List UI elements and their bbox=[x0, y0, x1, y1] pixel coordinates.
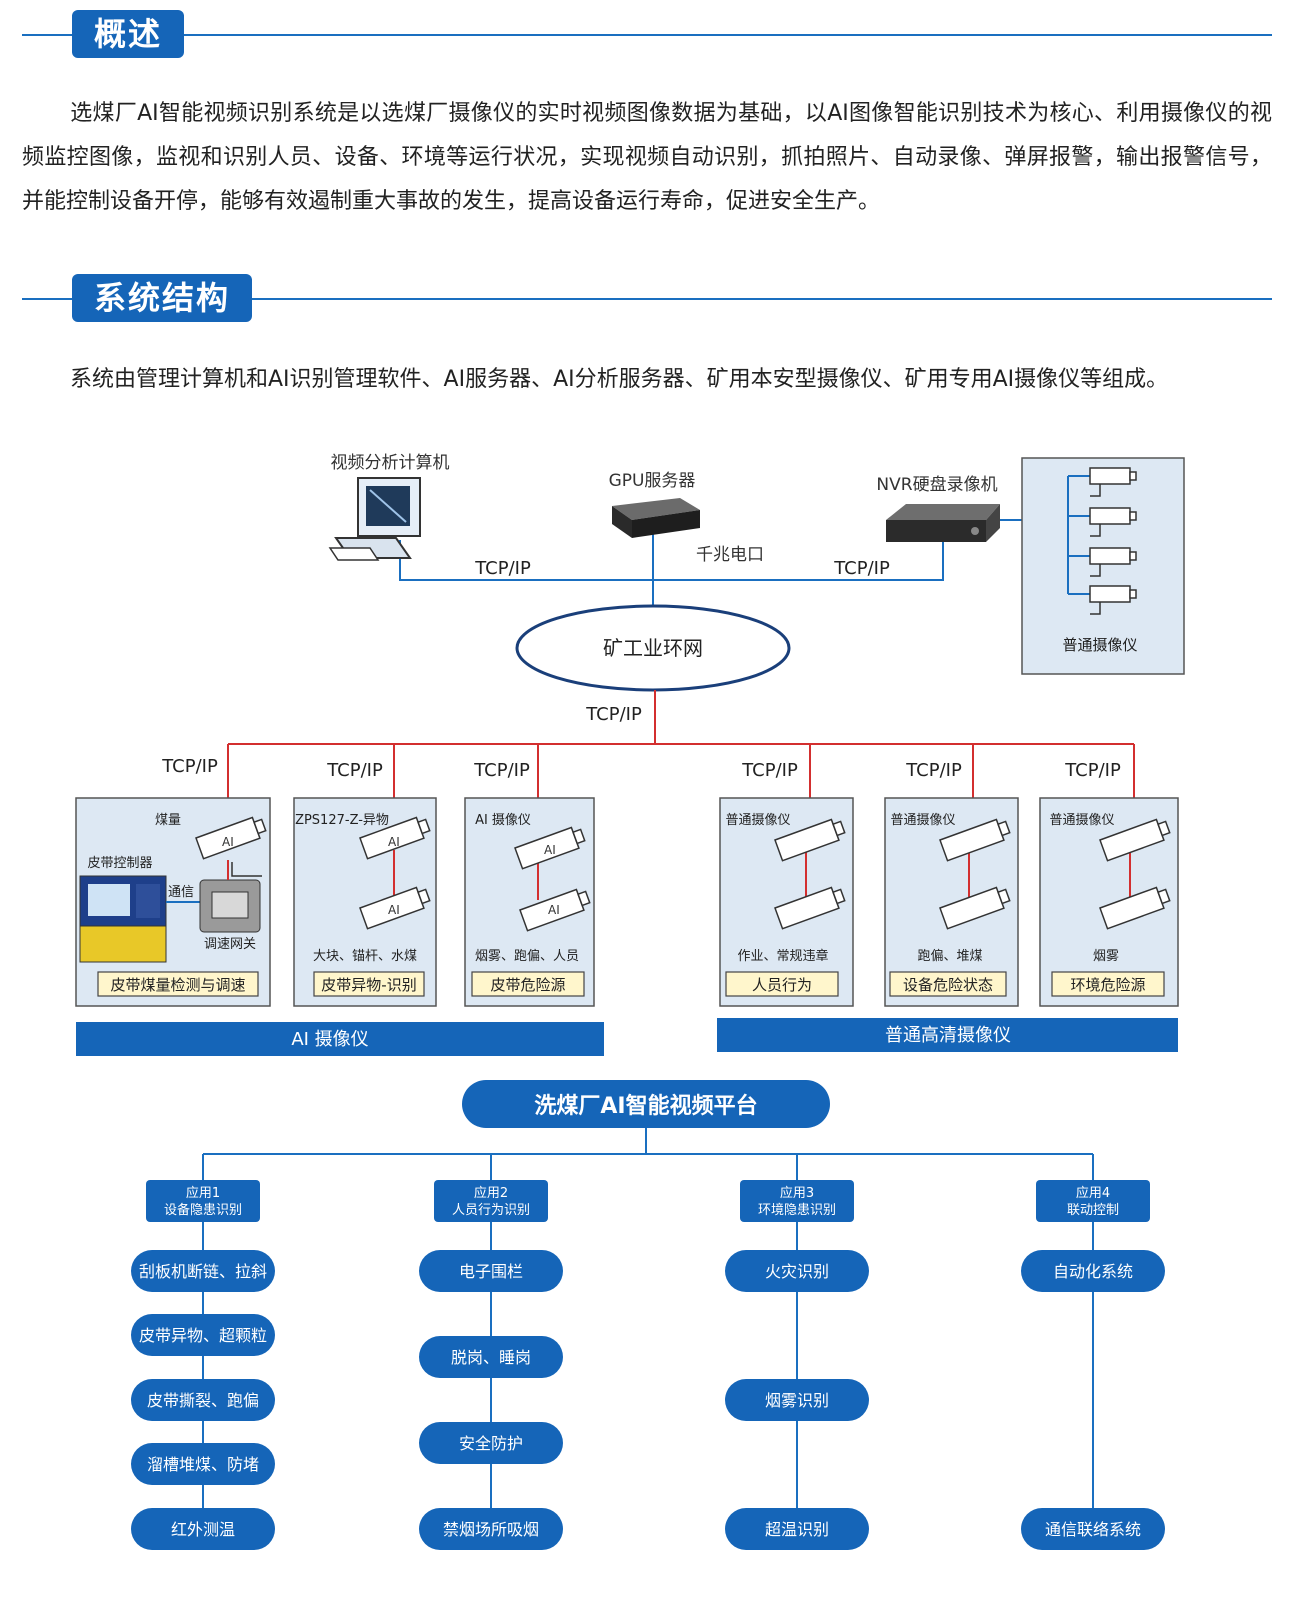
platform-tree-lines bbox=[202, 1128, 1094, 1530]
ordinary-camera-group-label: 普通摄像仪 bbox=[1062, 636, 1137, 654]
group-side-label: 皮带控制器 bbox=[87, 856, 152, 871]
group-caption: 设备危险状态 bbox=[903, 976, 993, 994]
gigabit-label: 千兆电口 bbox=[696, 545, 764, 565]
section-divider bbox=[22, 34, 1272, 36]
banner-hd-label: 普通高清摄像仪 bbox=[885, 1025, 1011, 1046]
group-bottom-label: 大块、锚杆、水煤 bbox=[313, 949, 417, 964]
section-divider bbox=[22, 298, 1272, 300]
group-gateway-label: 调速网关 bbox=[204, 937, 256, 952]
tcpip-label-g6: TCP/IP bbox=[1064, 760, 1121, 781]
ai-badge: AI bbox=[388, 903, 400, 917]
ai-badge: AI bbox=[388, 835, 400, 849]
ai-badge: AI bbox=[548, 903, 560, 917]
tcpip-label-center: TCP/IP bbox=[585, 704, 642, 725]
overview-text: 选煤厂AI智能视频识别系统是以选煤厂摄像仪的实时视频图像数据为基础，以AI图像智… bbox=[22, 101, 1272, 214]
tcpip-label-g2: TCP/IP bbox=[326, 760, 383, 781]
app-header-line1: 应用2 bbox=[474, 1185, 508, 1201]
group-caption: 皮带煤量检测与调速 bbox=[110, 976, 245, 994]
tcpip-label-g5: TCP/IP bbox=[905, 760, 962, 781]
app-item: 禁烟场所吸烟 bbox=[443, 1520, 539, 1539]
tcpip-label-right: TCP/IP bbox=[833, 558, 890, 579]
structure-paragraph: 系统由管理计算机和AI识别管理软件、AI服务器、AI分析服务器、矿用本安型摄像仪… bbox=[22, 358, 1272, 402]
ordinary-camera-wires bbox=[1067, 475, 1090, 595]
system-diagram: 视频分析计算机 GPU服务器 千兆电口 NVR硬盘录像机 TCP/IP TCP/… bbox=[75, 453, 1185, 1550]
ai-badge: AI bbox=[222, 835, 234, 849]
gpu-server-icon bbox=[612, 498, 700, 538]
group-bottom-label: 作业、常规违章 bbox=[737, 948, 828, 964]
group-bottom-label: 跑偏、堆煤 bbox=[917, 949, 982, 964]
app-item: 脱岗、睡岗 bbox=[451, 1348, 531, 1367]
app-header-line2: 联动控制 bbox=[1067, 1203, 1119, 1218]
app-item: 电子围栏 bbox=[459, 1262, 523, 1281]
nvr-icon bbox=[886, 504, 1000, 542]
app-item: 烟雾识别 bbox=[765, 1391, 829, 1410]
banner-ai bbox=[76, 1022, 604, 1056]
app-header-line1: 应用4 bbox=[1076, 1185, 1110, 1201]
section-title-overview: 概述 bbox=[72, 10, 185, 58]
nvr-label: NVR硬盘录像机 bbox=[876, 475, 997, 495]
ring-network bbox=[515, 604, 791, 692]
group-top-label: 普通摄像仪 bbox=[1049, 813, 1114, 828]
group-top-label: AI 摄像仪 bbox=[475, 813, 531, 828]
gateway-icon bbox=[199, 879, 261, 933]
ai-badge: AI bbox=[544, 843, 556, 857]
app-header-line1: 应用1 bbox=[186, 1185, 220, 1201]
ordinary-camera-stack bbox=[1089, 467, 1137, 615]
group-caption: 皮带异物-识别 bbox=[321, 976, 416, 994]
structure-text: 系统由管理计算机和AI识别管理软件、AI服务器、AI分析服务器、矿用本安型摄像仪… bbox=[70, 367, 1169, 392]
tcpip-label-g1: TCP/IP bbox=[161, 756, 218, 777]
belt-controller-icon bbox=[79, 875, 167, 963]
gpu-label: GPU服务器 bbox=[609, 471, 696, 491]
group-top-label: ZPS127-Z-异物 bbox=[295, 813, 389, 828]
group-bottom-label: 烟雾 bbox=[1093, 949, 1119, 964]
ai-badges: AI AI AI AI AI bbox=[222, 835, 560, 917]
app-item: 皮带异物、超颗粒 bbox=[139, 1326, 267, 1345]
app-item: 自动化系统 bbox=[1053, 1262, 1133, 1281]
camera-icons bbox=[195, 816, 1171, 932]
app-header-line2: 人员行为识别 bbox=[452, 1203, 530, 1218]
app-item: 安全防护 bbox=[459, 1434, 523, 1453]
platform-title: 洗煤厂AI智能视频平台 bbox=[534, 1093, 757, 1119]
section-title-structure: 系统结构 bbox=[72, 274, 253, 322]
ring-label: 矿工业环网 bbox=[603, 636, 703, 660]
platform-pill bbox=[462, 1080, 830, 1128]
group-top-label: 普通摄像仪 bbox=[725, 813, 790, 828]
group-bottom-label: 烟雾、跑偏、人员 bbox=[475, 949, 579, 964]
group-caption: 人员行为 bbox=[752, 976, 812, 994]
tcpip-label-g4: TCP/IP bbox=[741, 760, 798, 781]
caption-boxes bbox=[97, 971, 1165, 997]
group-top-label: 普通摄像仪 bbox=[890, 813, 955, 828]
tcpip-label-left: TCP/IP bbox=[474, 558, 531, 579]
app-header-line2: 环境隐患识别 bbox=[758, 1203, 836, 1218]
group-caption: 皮带危险源 bbox=[490, 976, 565, 994]
computer-icon bbox=[328, 477, 421, 561]
app-item: 火灾识别 bbox=[765, 1262, 829, 1281]
banner-hd bbox=[717, 1018, 1178, 1052]
app-item-pills bbox=[131, 1250, 1165, 1550]
app-header-line1: 应用3 bbox=[780, 1185, 814, 1201]
app-item: 红外测温 bbox=[171, 1520, 235, 1539]
app-item: 皮带撕裂、跑偏 bbox=[147, 1391, 259, 1410]
group-comm-label: 通信 bbox=[168, 885, 194, 900]
ordinary-camera-panel bbox=[1021, 457, 1185, 675]
overview-paragraph: 选煤厂AI智能视频识别系统是以选煤厂摄像仪的实时视频图像数据为基础，以AI图像智… bbox=[22, 92, 1272, 224]
app-item: 溜槽堆煤、防堵 bbox=[147, 1455, 259, 1474]
computer-label: 视频分析计算机 bbox=[331, 453, 450, 473]
app-item: 超温识别 bbox=[765, 1520, 829, 1539]
app-item: 通信联络系统 bbox=[1045, 1520, 1141, 1539]
app-header-line2: 设备隐患识别 bbox=[164, 1202, 242, 1218]
banner-ai-label: AI 摄像仪 bbox=[291, 1029, 368, 1050]
app-headers bbox=[146, 1180, 1150, 1222]
group-top-label: 煤量 bbox=[155, 813, 181, 828]
app-item: 刮板机断链、拉斜 bbox=[139, 1262, 267, 1281]
group-caption: 环境危险源 bbox=[1070, 976, 1145, 994]
tcpip-label-g3: TCP/IP bbox=[473, 760, 530, 781]
